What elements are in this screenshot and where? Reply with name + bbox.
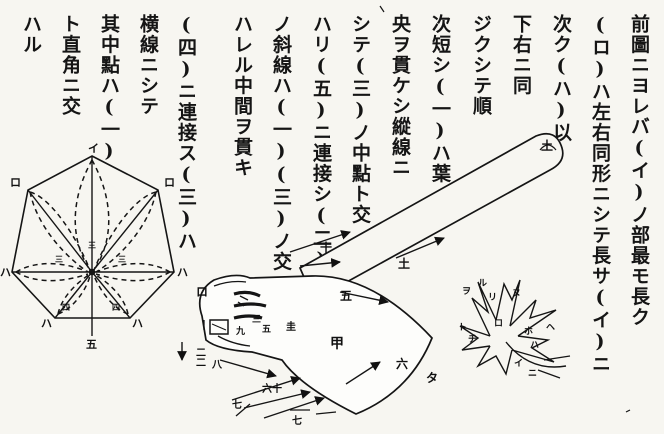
leaf-lobes xyxy=(15,159,171,315)
leaf-label-left-inner: 三 xyxy=(55,254,63,264)
axe-handle-top-loop xyxy=(539,144,557,151)
text-column-8: シテ(三)ノ中點ト交 xyxy=(349,14,371,225)
maple-label-2: ル xyxy=(478,278,487,289)
leaf-label-top: イ xyxy=(88,142,99,155)
leaf-label-right-lower: ハ xyxy=(132,317,143,330)
text-column-10: ノ斜線ハ(一)(三)ノ交 xyxy=(270,14,292,272)
axe-head-slots xyxy=(233,290,267,320)
axe-label-bottom-arrow-3: 七 xyxy=(292,414,302,427)
axe-label-handle-middle: 土 xyxy=(398,256,410,271)
axe-head xyxy=(198,274,433,415)
text-column-5: ジクシテ順 xyxy=(470,14,492,117)
text-column-1: 前圖ニヨレバ(イ)ノ部最モ長ク xyxy=(628,14,650,328)
axe-diagram xyxy=(177,132,564,419)
text-column-3: 次ク(ハ)以 xyxy=(550,14,572,143)
text-column-6: 次短シ(一)ハ葉ノ中 xyxy=(429,14,451,225)
maple-label-3: リ xyxy=(488,292,497,303)
axe-label-head-hash-3: 圭 xyxy=(286,320,296,333)
axe-eye-box xyxy=(209,319,229,335)
maple-lobe-2 xyxy=(495,279,521,327)
axe-label-head-eye: 九 xyxy=(235,325,245,337)
maple-label-10: イ xyxy=(514,358,523,369)
text-column-9: ハリ(五)ニ連接シ(二) xyxy=(310,14,332,272)
text-column-2: (ロ)ハ左右同形ニシテ長サ(イ)ニ xyxy=(589,14,611,375)
leaf-diagram xyxy=(11,155,175,336)
maple-label-5: ト xyxy=(458,322,467,333)
axe-ticks xyxy=(235,295,337,417)
leaf-label-right-inner: 三 xyxy=(118,254,126,264)
leaf-outline-heptagon xyxy=(11,155,175,319)
maple-label-11: ニ xyxy=(528,369,537,379)
axe-label-handle-top: 土 xyxy=(541,138,553,153)
maple-label-7: ロ xyxy=(494,319,503,329)
maple-labels: ヲ ル リ ヌ ト チ ロ ホ ハ イ ニ ヘ xyxy=(458,278,555,379)
text-column-12: (四)ニ連接ス(三)ハ xyxy=(175,14,197,252)
axe-label-head-left-3: 二 xyxy=(196,357,206,369)
maple-label-1: ヲ xyxy=(462,287,471,297)
maple-lobe-5 xyxy=(476,345,513,376)
axe-label-head-hash-2: 五 xyxy=(262,324,271,335)
leaf-label-center-lower: 三 xyxy=(88,240,96,250)
axe-label-arrow-mid: 五 xyxy=(340,289,352,303)
text-column-15: ト直角ニ交 xyxy=(59,14,81,117)
axe-handle xyxy=(298,132,564,302)
text-column-14: 其中點ハ(一) xyxy=(98,14,120,164)
maple-lobe-3 xyxy=(509,299,557,337)
leaf-label-bottom-left: 四 xyxy=(62,302,70,312)
maple-label-4: ヌ xyxy=(512,288,521,299)
leaf-midribs xyxy=(12,156,174,336)
text-column-16: ハル xyxy=(20,14,42,55)
text-column-4: 下右ニ同 xyxy=(510,14,532,96)
axe-arrows xyxy=(177,230,445,419)
stray-marks xyxy=(379,5,631,413)
axe-label-bottom-arrow-1: 六十 xyxy=(262,382,282,395)
axe-label-bottom-arrow-2: 七 xyxy=(232,398,242,411)
text-column-11: ハレル中間ヲ貫キ xyxy=(231,14,253,178)
leaf-label-left-lower: ハ xyxy=(41,317,52,330)
axe-label-blade-right-lower: 六 xyxy=(396,356,408,371)
maple-label-6: チ xyxy=(468,334,477,345)
axe-label-head-left: ロ xyxy=(196,285,208,299)
axe-label-head-lower: 八 xyxy=(211,359,223,371)
maple-label-8: ホ xyxy=(524,326,533,337)
axe-label-arrow-upper-left: 十 xyxy=(320,240,332,255)
maple-lobe-6 xyxy=(459,325,491,351)
leaf-label-right-side: ハ xyxy=(177,266,188,279)
leaf-label-left-side: ハ xyxy=(0,266,11,279)
text-column-13: 横線ニシテ xyxy=(137,14,159,117)
maple-sketch xyxy=(459,279,571,379)
axe-label-head-left-2: 二 xyxy=(196,347,206,359)
maple-lobe-4 xyxy=(511,335,555,363)
leaf-label-bottom-right: 四 xyxy=(112,302,120,312)
maple-stem xyxy=(505,341,567,368)
maple-label-12: ヘ xyxy=(546,323,555,333)
leaf-label-right-upper: ロ xyxy=(164,176,175,189)
leaf-labels: イ ロ ロ ハ ハ ハ ハ 三 三 三 四 四 五 xyxy=(0,142,188,351)
axe-label-head-hash-1: 三 xyxy=(252,314,261,325)
maple-label-9: ハ xyxy=(530,341,539,351)
axe-head-shade xyxy=(203,280,251,347)
axe-label-blade-center: 甲 xyxy=(330,336,344,352)
leaf-label-bottom: 五 xyxy=(86,338,97,351)
maple-lobe-1 xyxy=(471,281,497,337)
axe-labels: 土 十 土 五 甲 六 タ ロ 九 三 五 圭 二 二 八 六十 七 七 xyxy=(196,138,553,427)
text-column-7: 央ヲ貫ケシ縱線ニ xyxy=(389,14,411,178)
axe-label-blade-bottom-right: タ xyxy=(426,371,438,385)
leaf-label-left-upper: ロ xyxy=(10,176,21,189)
